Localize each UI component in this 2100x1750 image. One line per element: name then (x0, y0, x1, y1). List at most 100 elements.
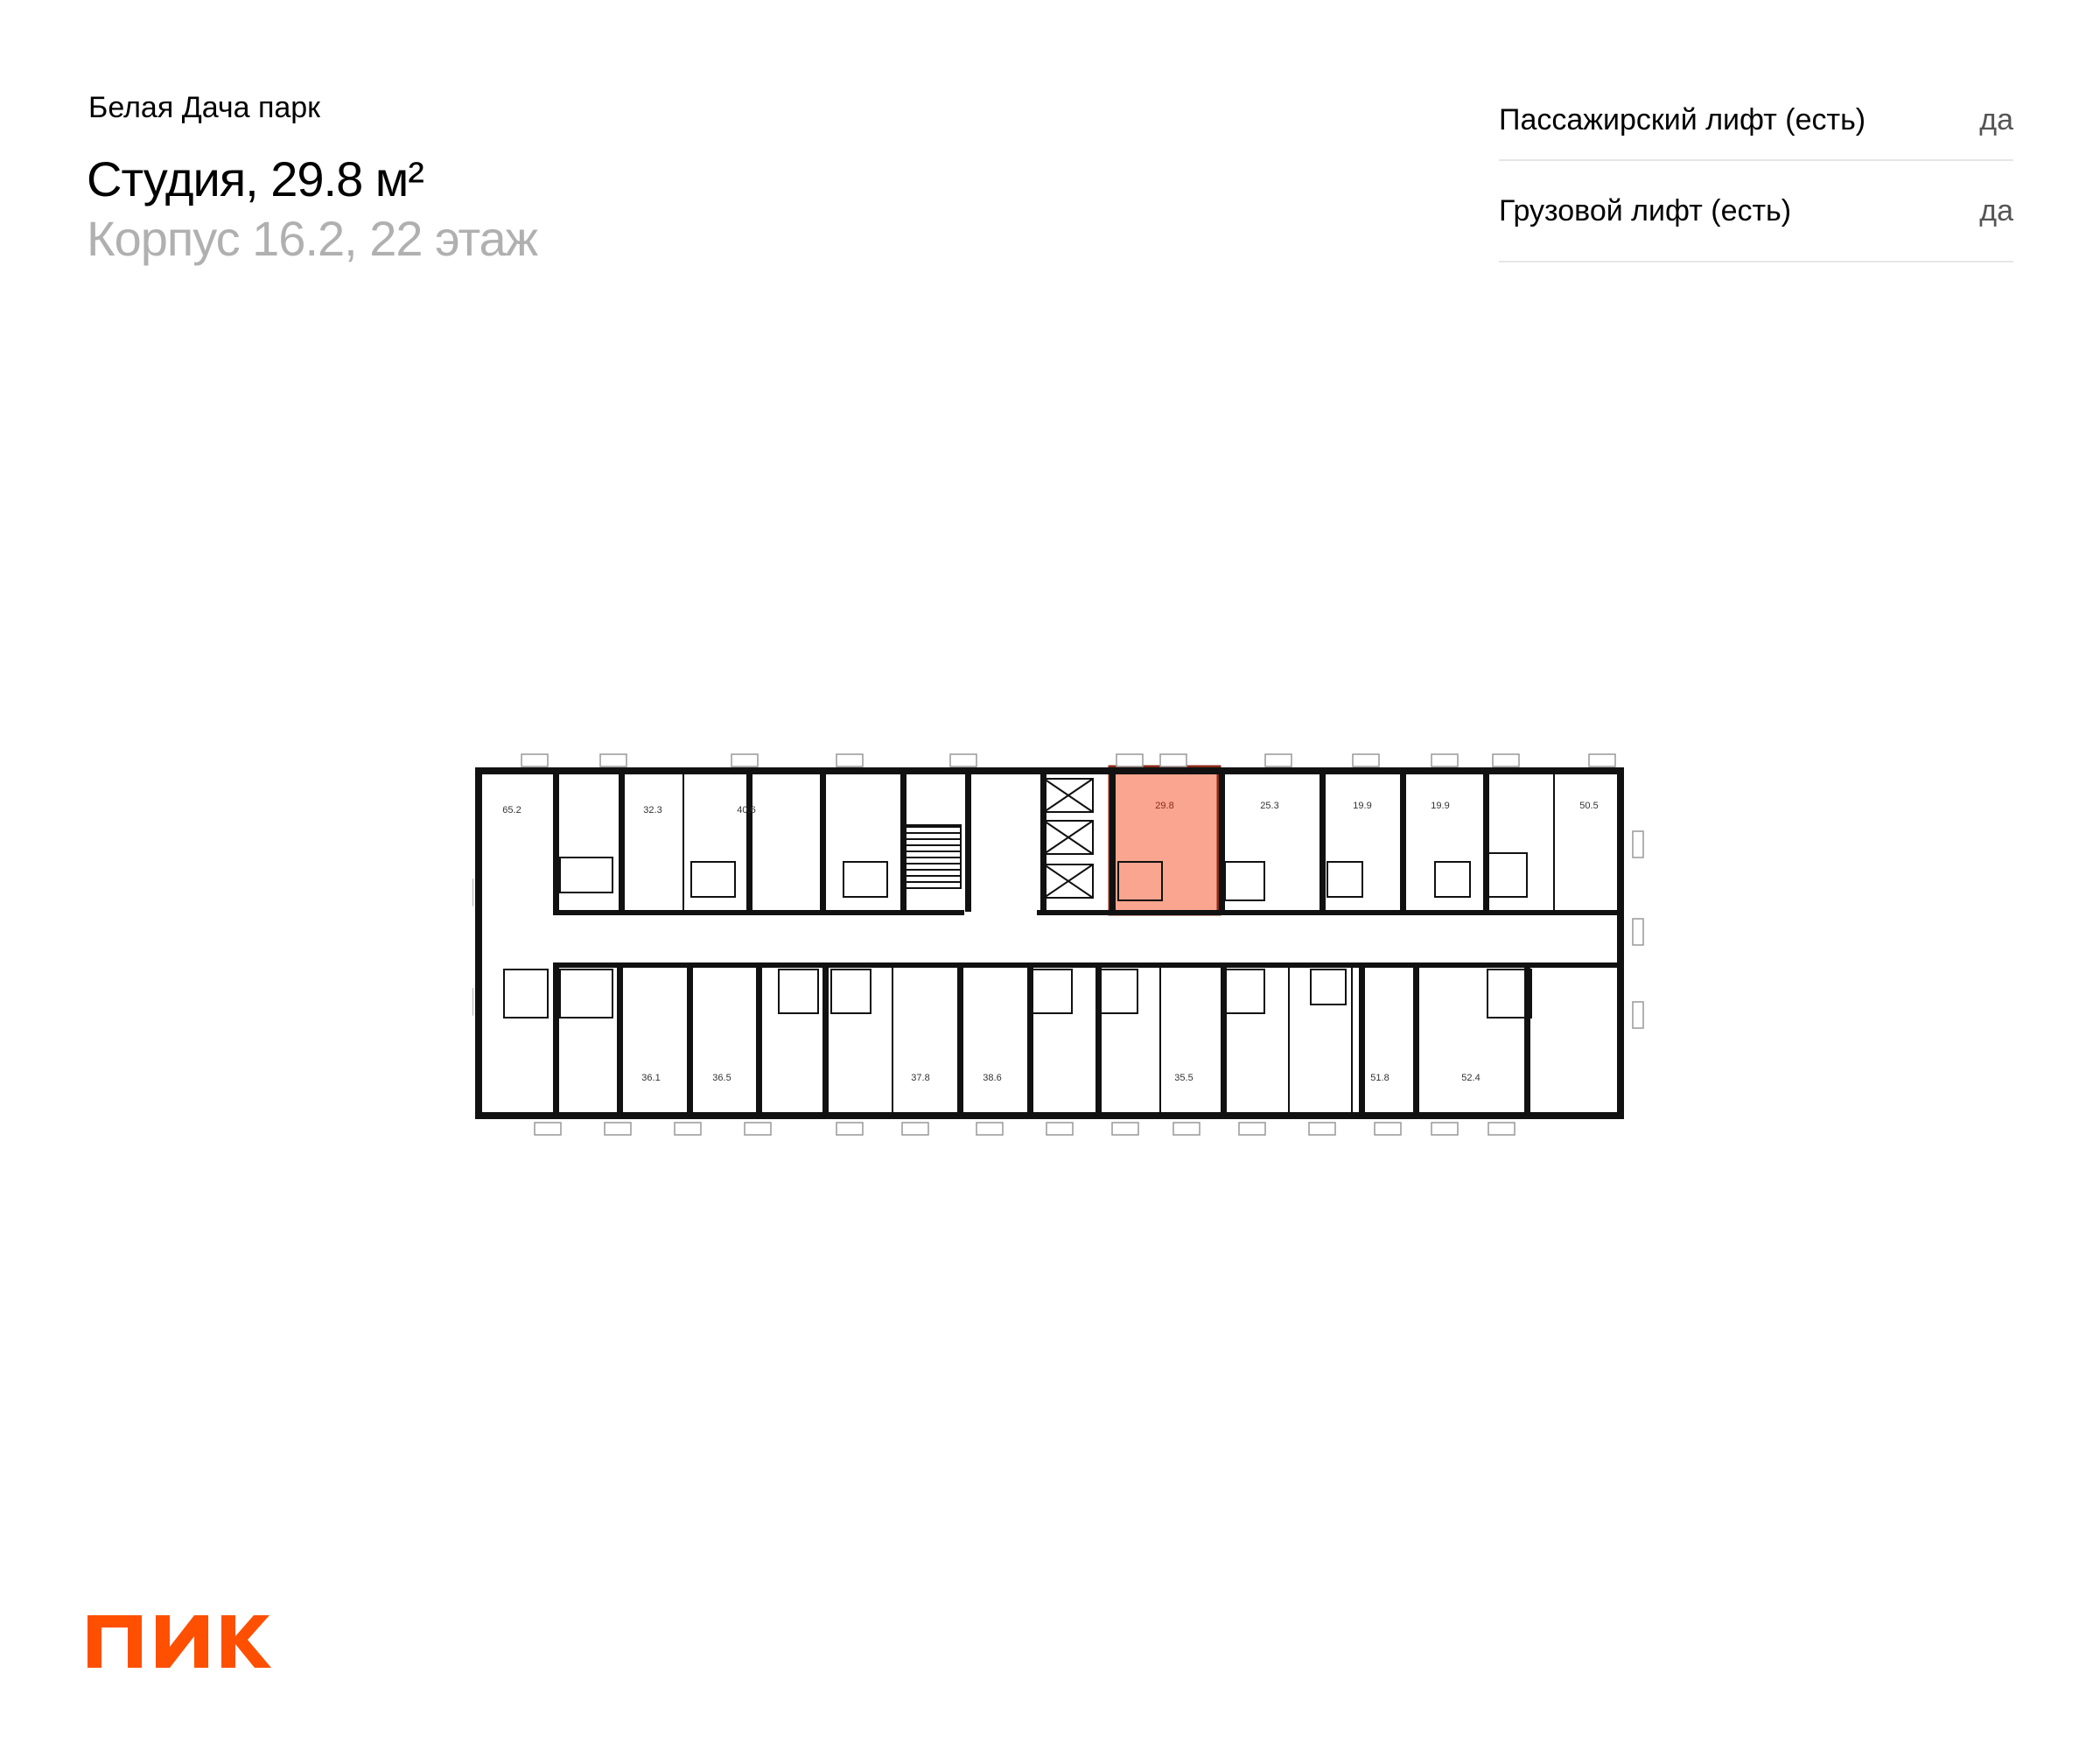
bathroom (1310, 969, 1347, 1005)
window (1374, 1122, 1402, 1136)
unit-area-label[interactable]: 40.6 (737, 805, 755, 816)
partition-wall (820, 767, 826, 912)
bathroom (1224, 969, 1265, 1014)
specs-list: Пассажирский лифт (есть) да Грузовой лиф… (1499, 80, 2013, 262)
window (731, 753, 759, 767)
window (1116, 753, 1144, 767)
spec-passenger-elevator: Пассажирский лифт (есть) да (1499, 80, 2013, 161)
partition-wall (619, 767, 625, 912)
unit-area-label[interactable]: 32.3 (643, 805, 662, 816)
window (836, 1122, 864, 1136)
window (674, 1122, 702, 1136)
bathroom (843, 861, 888, 898)
bathroom (559, 969, 613, 1018)
elevator-cross (1043, 864, 1094, 899)
spec-value: да (1979, 102, 2013, 136)
partition-wall (1110, 767, 1116, 912)
spec-freight-elevator: Грузовой лифт (есть) да (1499, 161, 2013, 262)
partition-wall (1219, 767, 1225, 912)
window (1159, 753, 1187, 767)
window (836, 753, 864, 767)
partition-wall (553, 767, 559, 912)
partition-wall (1320, 767, 1326, 912)
window (1588, 753, 1616, 767)
window (1492, 753, 1520, 767)
pik-logo (88, 1615, 271, 1668)
exterior-wall (1617, 767, 1624, 1119)
elevator-cross (1043, 820, 1094, 855)
window (1431, 1122, 1459, 1136)
partition-wall (746, 767, 752, 912)
unit-area-label[interactable]: 36.1 (641, 1073, 660, 1083)
unit-area-label[interactable]: 25.3 (1260, 801, 1278, 811)
unit-area-label[interactable]: 65.2 (502, 805, 521, 816)
elevator-cross (1043, 778, 1094, 813)
corridor-wall (1037, 910, 1623, 915)
window (1264, 753, 1292, 767)
window (1488, 1122, 1516, 1136)
window (1172, 1122, 1200, 1136)
bathroom (1117, 861, 1163, 901)
window (534, 1122, 562, 1136)
unit-area-label[interactable]: 52.4 (1461, 1073, 1480, 1083)
partition-wall (1027, 964, 1033, 1119)
window (521, 753, 549, 767)
window (1046, 1122, 1074, 1136)
partition-wall (1096, 964, 1102, 1119)
window (976, 1122, 1004, 1136)
bathroom (559, 857, 613, 893)
exterior-wall (475, 1112, 1624, 1119)
bathroom (1224, 861, 1265, 901)
unit-area-label[interactable]: 19.9 (1353, 801, 1371, 811)
project-name: Белая Дача парк (88, 91, 321, 124)
partition-wall (965, 767, 971, 912)
window (1632, 1001, 1644, 1029)
bathroom (830, 969, 872, 1014)
unit-area-label-selected[interactable]: 29.8 (1155, 801, 1173, 811)
spec-label: Пассажирский лифт (есть) (1499, 102, 1866, 136)
window (1632, 918, 1644, 946)
partition-wall (1524, 964, 1530, 1119)
elevator-shaft (1043, 778, 1094, 813)
partition-wall (617, 964, 623, 1119)
unit-area-label[interactable]: 51.8 (1370, 1073, 1389, 1083)
bathroom (1097, 969, 1138, 1014)
bathroom (690, 861, 736, 898)
partition-wall (1413, 964, 1419, 1119)
spec-label: Грузовой лифт (есть) (1499, 193, 1792, 228)
partition-wall (822, 964, 829, 1119)
partition-wall (957, 964, 963, 1119)
partition-wall (553, 964, 559, 1119)
bathroom (778, 969, 819, 1014)
window (1308, 1122, 1336, 1136)
partition-wall (756, 964, 762, 1119)
staircase (903, 824, 962, 889)
window (949, 753, 977, 767)
unit-area-label[interactable]: 36.5 (712, 1073, 731, 1083)
bathroom (1487, 852, 1528, 898)
unit-area-label[interactable]: 50.5 (1579, 801, 1598, 811)
room-labels: 65.2 32.3 40.6 29.8 25.3 19.9 19.9 50.5 … (502, 801, 1598, 1083)
partition-wall (1359, 964, 1365, 1119)
bathroom (1487, 969, 1532, 1018)
unit-area-label[interactable]: 37.8 (911, 1073, 929, 1083)
window (604, 1122, 632, 1136)
floor-plan: 65.2 32.3 40.6 29.8 25.3 19.9 19.9 50.5 … (472, 753, 1644, 1136)
unit-area-label[interactable]: 38.6 (983, 1073, 1001, 1083)
unit-area-label[interactable]: 35.5 (1174, 1073, 1193, 1083)
partition-wall (687, 964, 693, 1119)
selected-unit-highlight[interactable] (1108, 765, 1222, 916)
window (599, 753, 627, 767)
unit-area-label[interactable]: 19.9 (1431, 801, 1449, 811)
bathroom (1326, 861, 1363, 898)
partition-wall (1400, 767, 1406, 912)
window (901, 1122, 929, 1136)
apartment-title: Студия, 29.8 м² (87, 151, 424, 206)
exterior-wall (475, 767, 1624, 774)
window (1111, 1122, 1139, 1136)
bathroom (503, 969, 549, 1018)
building-floor-subtitle: Корпус 16.2, 22 этаж (87, 211, 538, 266)
corridor-wall (553, 962, 1624, 968)
elevator-shaft (1043, 864, 1094, 899)
window (1352, 753, 1380, 767)
